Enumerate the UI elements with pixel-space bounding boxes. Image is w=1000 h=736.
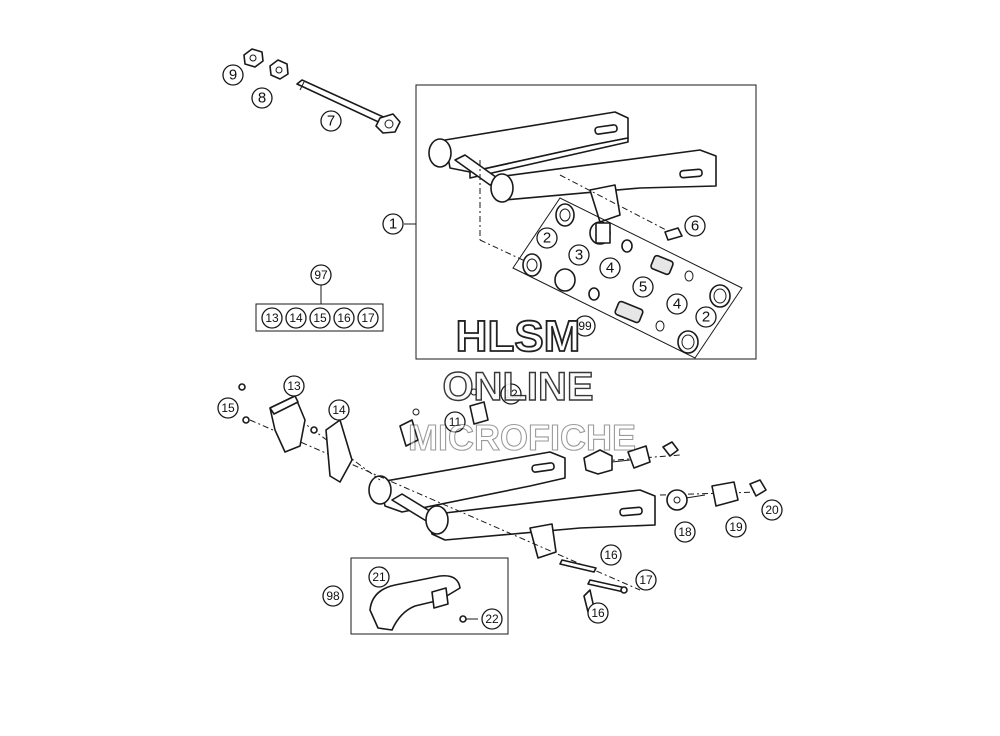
swingarm-lower-view xyxy=(249,419,761,591)
svg-text:19: 19 xyxy=(729,520,743,534)
watermark: HLSM ONLINE MICROFICHE xyxy=(407,311,636,458)
svg-text:20: 20 xyxy=(765,503,779,517)
svg-text:3: 3 xyxy=(575,247,583,264)
svg-text:2: 2 xyxy=(543,230,551,247)
callout-19[interactable]: 19 xyxy=(725,516,747,538)
callout-13[interactable]: 13 xyxy=(283,375,305,397)
callout-12[interactable]: 12 xyxy=(500,383,522,405)
callout-16-lower[interactable]: 16 xyxy=(587,602,609,624)
watermark-line-3: MICROFICHE xyxy=(408,417,636,458)
small-bolts-left xyxy=(238,383,318,434)
svg-text:16: 16 xyxy=(337,311,351,325)
callout-5[interactable]: 5 xyxy=(632,276,654,298)
svg-text:9: 9 xyxy=(229,67,237,84)
callout-15[interactable]: 15 xyxy=(217,397,239,419)
svg-text:5: 5 xyxy=(639,279,647,296)
chain-adjuster-lower xyxy=(666,479,767,511)
callout-7[interactable]: 7 xyxy=(320,110,342,132)
svg-text:18: 18 xyxy=(678,525,692,539)
watermark-line-1: HLSM xyxy=(456,312,581,361)
svg-text:98: 98 xyxy=(326,589,340,603)
callout-11[interactable]: 11 xyxy=(444,411,466,433)
svg-text:4: 4 xyxy=(606,260,614,277)
callout-8[interactable]: 8 xyxy=(251,87,273,109)
callout-22[interactable]: 22 xyxy=(481,608,503,630)
callout-2-lower[interactable]: 2 xyxy=(695,306,717,328)
svg-text:1: 1 xyxy=(389,216,397,233)
svg-text:6: 6 xyxy=(691,218,699,235)
callout-9[interactable]: 9 xyxy=(222,64,244,86)
callout-99[interactable]: 99 xyxy=(574,315,596,337)
svg-text:21: 21 xyxy=(372,570,386,584)
watermark-line-2: ONLINE xyxy=(442,365,593,409)
chain-guide-plate xyxy=(325,419,353,483)
callout-20[interactable]: 20 xyxy=(761,499,783,521)
svg-text:14: 14 xyxy=(332,403,346,417)
swingarm-top-view xyxy=(428,111,717,269)
callout-97[interactable]: 97 xyxy=(310,264,332,286)
brake-hose-clamps xyxy=(399,388,489,447)
svg-text:7: 7 xyxy=(327,113,335,130)
callout-98[interactable]: 98 xyxy=(322,585,344,607)
bearing-kit-outline xyxy=(512,197,743,359)
svg-text:97: 97 xyxy=(314,268,328,282)
swingarm-assembly-frame xyxy=(415,84,757,360)
svg-text:15: 15 xyxy=(313,311,327,325)
svg-text:2: 2 xyxy=(702,309,710,326)
svg-text:8: 8 xyxy=(258,90,266,107)
callout-2-upper[interactable]: 2 xyxy=(536,227,558,249)
bearing-parts xyxy=(522,203,731,354)
svg-text:22: 22 xyxy=(485,612,499,626)
callout-21[interactable]: 21 xyxy=(368,566,390,588)
kit-97-item-13[interactable]: 13 xyxy=(261,307,283,329)
callout-16-upper[interactable]: 16 xyxy=(600,544,622,566)
svg-text:14: 14 xyxy=(289,311,303,325)
svg-text:17: 17 xyxy=(639,573,653,587)
swingarm-pivot-axle xyxy=(296,79,401,134)
svg-text:99: 99 xyxy=(578,319,592,333)
callout-6[interactable]: 6 xyxy=(684,215,706,237)
svg-text:12: 12 xyxy=(504,387,518,401)
chain-guide xyxy=(369,574,478,631)
chain-adjuster-upper xyxy=(583,441,679,475)
svg-text:4: 4 xyxy=(673,296,681,313)
svg-text:13: 13 xyxy=(265,311,279,325)
chain-slider-block xyxy=(269,395,306,453)
kit-97-item-14[interactable]: 14 xyxy=(285,307,307,329)
kit-97-item-15[interactable]: 15 xyxy=(309,307,331,329)
svg-text:15: 15 xyxy=(221,401,235,415)
kit-98-box xyxy=(350,557,509,635)
kit-97-box xyxy=(255,303,384,332)
svg-text:16: 16 xyxy=(591,606,605,620)
svg-text:11: 11 xyxy=(449,415,462,429)
callout-3[interactable]: 3 xyxy=(568,244,590,266)
svg-text:17: 17 xyxy=(361,311,375,325)
kit-97-item-16[interactable]: 16 xyxy=(333,307,355,329)
callout-17[interactable]: 17 xyxy=(635,569,657,591)
callout-14[interactable]: 14 xyxy=(328,399,350,421)
svg-text:13: 13 xyxy=(287,379,301,393)
callout-1[interactable]: 1 xyxy=(382,213,404,235)
svg-text:16: 16 xyxy=(604,548,618,562)
pivot-nut xyxy=(243,48,264,68)
callout-4-upper[interactable]: 4 xyxy=(599,257,621,279)
kit-97-item-17[interactable]: 17 xyxy=(357,307,379,329)
callout-4-lower[interactable]: 4 xyxy=(666,293,688,315)
pivot-washer xyxy=(269,59,289,80)
callout-18[interactable]: 18 xyxy=(674,521,696,543)
